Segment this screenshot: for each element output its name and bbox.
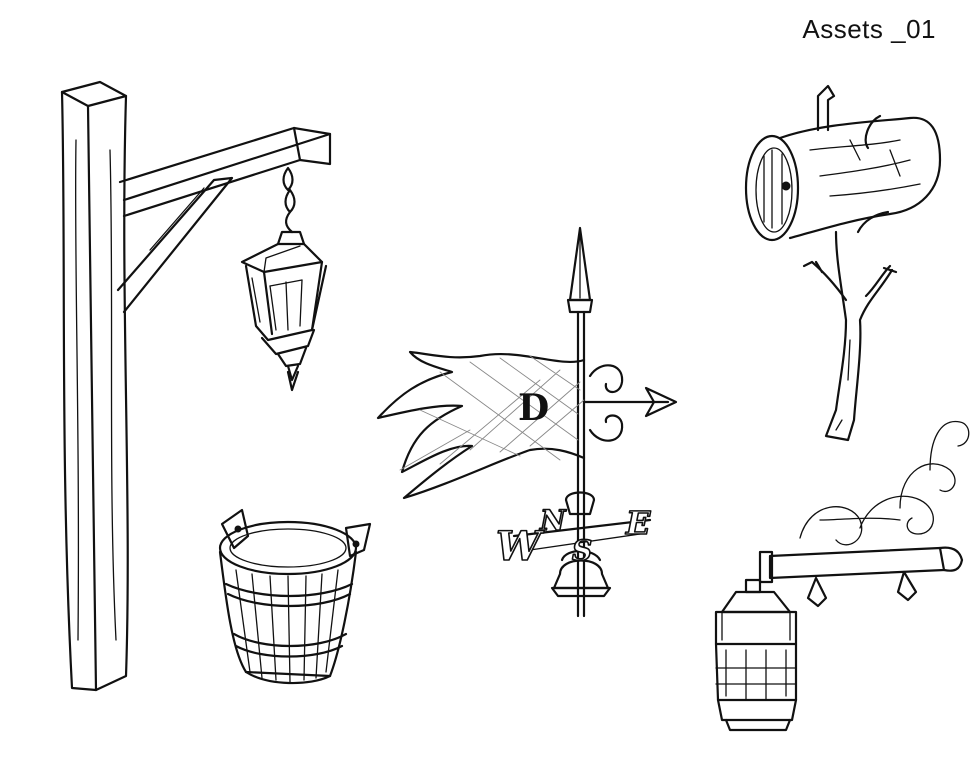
hanging-lantern-asset	[240, 166, 328, 392]
sheet-title: Assets _01	[802, 14, 936, 44]
direction-east: E	[625, 504, 651, 542]
direction-north: N	[539, 504, 567, 537]
direction-west: W	[496, 523, 545, 570]
direction-south: S	[572, 534, 592, 567]
scroll-bracket-lantern-asset	[714, 420, 970, 732]
gallows-post-asset	[60, 80, 332, 692]
log-mailbox-asset	[744, 84, 942, 442]
banner-emblem: D	[518, 387, 549, 429]
wooden-bucket-asset	[218, 508, 372, 685]
weathervane-asset: D W N S E	[376, 226, 678, 618]
